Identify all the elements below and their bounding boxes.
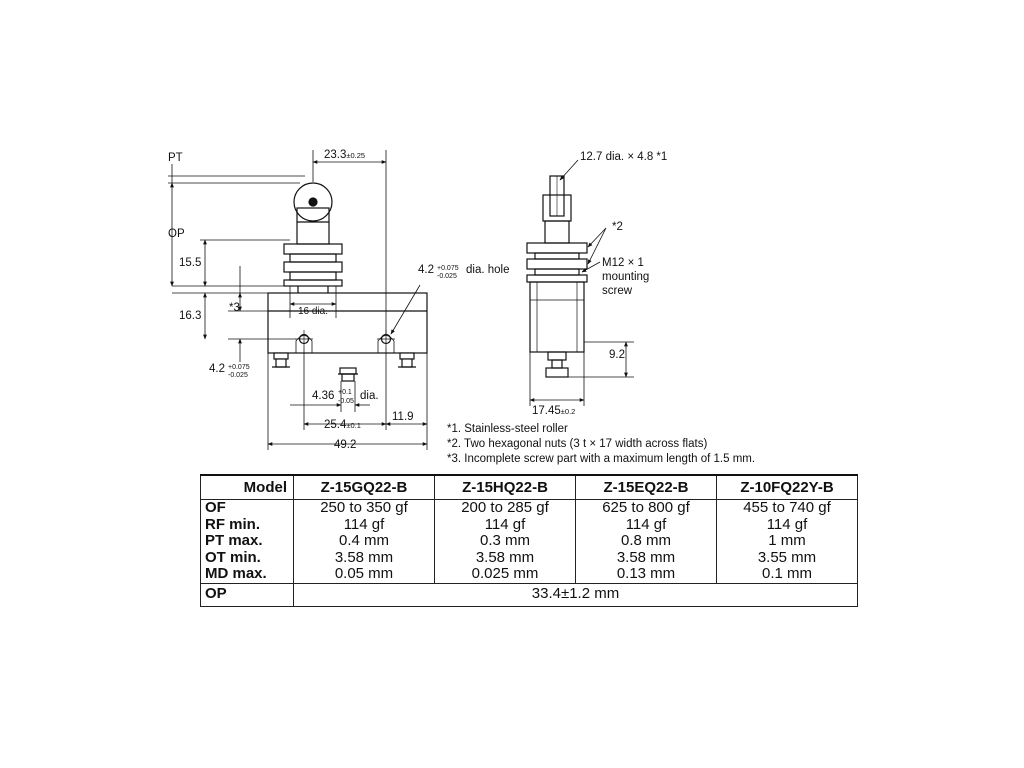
dim-11-9: 11.9 [392,411,414,423]
dim-16-3: 16.3 [179,310,201,322]
roller-label: 12.7 dia. × 4.8 *1 [580,151,667,163]
dim-17-45: 17.45±0.2 [532,405,575,417]
front-labels: PT OP 15.5 16.3 *3 23.3±0.25 16 dia. 4.2… [168,149,509,451]
dim-hole-4-2: 4.2 [418,264,434,276]
side-nut-lower [526,258,588,270]
values-model-4: 455 to 740 gf 114 gf 1 mm 3.55 mm 0.1 mm [716,499,858,584]
footnote-3: *3. Incomplete screw part with a maximum… [447,453,756,465]
switch-body[interactable] [267,292,428,354]
values-model-1: 250 to 350 gf 114 gf 0.4 mm 3.58 mm 0.05… [293,499,435,584]
dim-49-2: 49.2 [334,439,356,451]
dim-15-5: 15.5 [179,257,201,269]
svg-text:dia.: dia. [360,390,379,402]
spec-table: Model Z-15GQ22-B Z-15HQ22-B Z-15EQ22-B Z… [200,474,858,607]
values-model-2: 200 to 285 gf 114 gf 0.3 mm 3.58 mm 0.02… [434,499,576,584]
header-model-2: Z-15HQ22-B [434,474,576,500]
table-row: OF RF min. PT max. OT min. MD max. 250 t… [200,499,858,584]
dim-4-36: 4.36 [312,390,334,402]
side-body[interactable] [529,281,585,353]
header-model-4: Z-10FQ22Y-B [716,474,858,500]
m12-label: M12 × 1 [602,257,644,269]
side-view [526,175,588,378]
front-dimensions [168,150,428,450]
front-view [267,182,428,382]
dim-16-dia: 16 dia. [298,306,328,317]
bushing [289,253,337,263]
footnotes: *1. Stainless-steel roller *2. Two hexag… [447,422,755,467]
footnote-2: *2. Two hexagonal nuts (3 t × 17 width a… [447,438,708,450]
op-label: OP [168,228,185,240]
svg-text:screw: screw [602,285,633,297]
side-dimensions [529,159,634,406]
values-model-3: 625 to 800 gf 114 gf 0.8 mm 3.58 mm 0.13… [575,499,717,584]
svg-text:dia. hole: dia. hole [466,264,509,276]
svg-text:-0.025: -0.025 [228,372,248,379]
op-row-label: OP [200,582,294,607]
switch-dimension-drawing: PT OP 15.5 16.3 *3 23.3±0.25 16 dia. 4.2… [168,149,667,451]
table-row-op: OP 33.4±1.2 mm [200,582,858,607]
terminals [272,352,416,382]
pt-label: PT [168,152,183,164]
side-labels: 12.7 dia. × 4.8 *1 *2 M12 × 1 mounting s… [532,151,667,417]
header-model-1: Z-15GQ22-B [293,474,435,500]
svg-text:mounting: mounting [602,271,649,283]
param-labels: OF RF min. PT max. OT min. MD max. [200,499,294,584]
plunger [296,207,330,245]
hex-nut-lower [283,261,343,273]
header-model-3: Z-15EQ22-B [575,474,717,500]
note-3-marker: *3 [229,302,240,314]
svg-text:-0.025: -0.025 [437,273,457,280]
dim-9-2: 9.2 [609,349,625,361]
header-model: Model [200,474,294,500]
hex-nut-upper [283,243,343,255]
svg-text:+0.075: +0.075 [437,265,459,272]
svg-text:+0.1: +0.1 [338,389,352,396]
svg-text:+0.075: +0.075 [228,364,250,371]
roller-circle [293,182,333,222]
side-nut-upper [526,242,588,254]
note-2-marker: *2 [612,221,623,233]
table-header-row: Model Z-15GQ22-B Z-15HQ22-B Z-15EQ22-B Z… [200,474,858,500]
op-row-value: 33.4±1.2 mm [293,582,858,607]
svg-text:-0.05: -0.05 [338,398,354,405]
footnote-1: *1. Stainless-steel roller [447,423,568,435]
dim-23-3: 23.3±0.25 [324,149,365,161]
dim-left-hole-4-2: 4.2 [209,363,225,375]
dim-25-4: 25.4±0.1 [324,419,361,431]
